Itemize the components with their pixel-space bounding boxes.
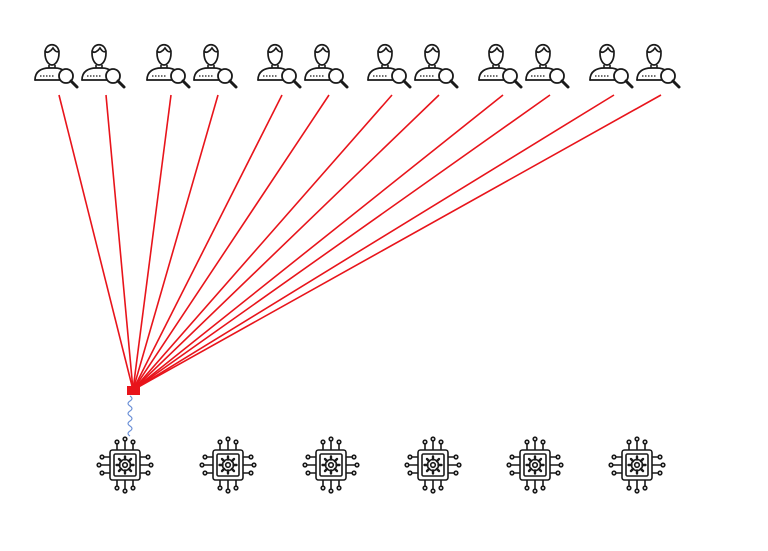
connection-line [132, 94, 440, 391]
user-search-icon [413, 43, 459, 89]
connection-line [132, 94, 504, 391]
processor-chips [95, 436, 666, 494]
user-search-icon [477, 43, 523, 89]
processor-chip-gear-icon [302, 436, 360, 494]
processor-chip-gear-icon [506, 436, 564, 494]
user-search-icon [635, 43, 681, 89]
squiggle-link [127, 395, 133, 437]
user-search-icon [80, 43, 126, 89]
user-search-icon [366, 43, 412, 89]
connection-line [132, 94, 662, 391]
user-search-icon [145, 43, 191, 89]
user-search-icon [192, 43, 238, 89]
user-search-icon [33, 43, 79, 89]
connection-line [132, 94, 393, 391]
user-search-icon [524, 43, 570, 89]
user-icons [33, 43, 681, 89]
connection-line [105, 94, 134, 391]
connection-line [58, 94, 134, 391]
connection-line [132, 94, 283, 391]
hub-node [127, 386, 140, 395]
connection-line [132, 94, 219, 391]
processor-chip-gear-icon [95, 436, 155, 494]
connection-lines [58, 94, 662, 391]
user-search-icon [303, 43, 349, 89]
user-search-icon [256, 43, 302, 89]
processor-chip-gear-icon [608, 436, 666, 494]
connection-line [132, 94, 551, 391]
connection-line [132, 94, 172, 391]
processor-chip-gear-icon [404, 436, 462, 494]
connection-line [132, 94, 330, 391]
connection-line [132, 94, 615, 391]
user-search-icon [588, 43, 634, 89]
processor-chip-gear-icon [198, 436, 258, 494]
